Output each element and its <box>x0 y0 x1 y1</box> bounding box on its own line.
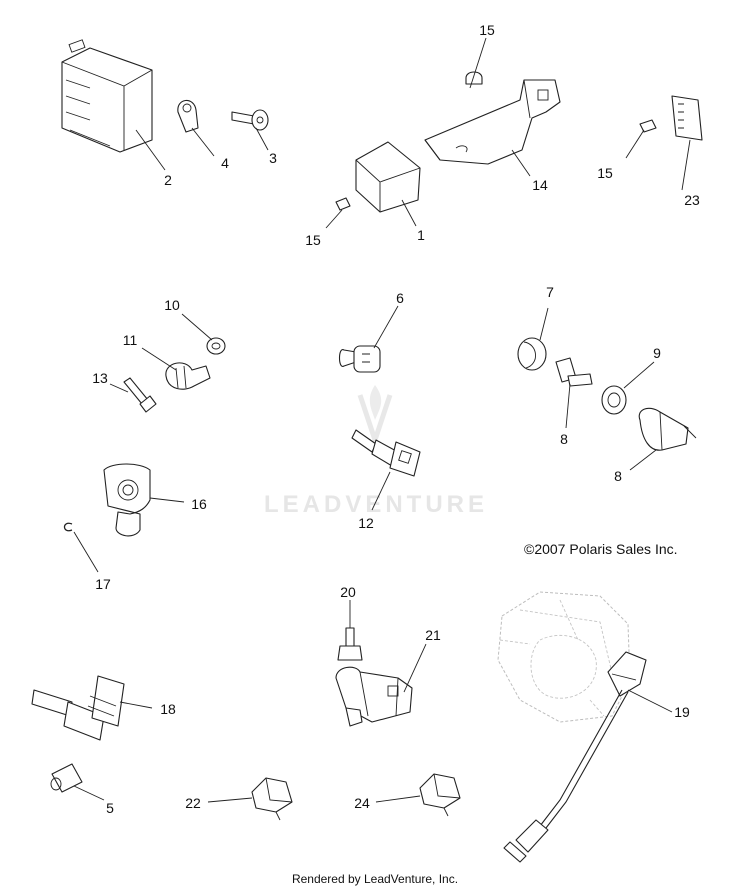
callout-22: 22 <box>185 795 201 811</box>
part-20-bolt[interactable] <box>337 627 363 661</box>
part-15-screw-top[interactable] <box>465 71 483 85</box>
callout-12: 12 <box>358 515 374 531</box>
callout-16: 16 <box>191 496 207 512</box>
part-7-cap[interactable] <box>517 337 547 371</box>
flame-v-logo <box>357 385 393 448</box>
part-14-bracket[interactable] <box>424 79 561 165</box>
callout-18: 18 <box>160 701 176 717</box>
part-15-screw-right[interactable] <box>639 119 657 133</box>
watermark: LEADVENTURE <box>264 385 488 518</box>
part-3-bolt[interactable] <box>231 109 269 131</box>
callout-19: 19 <box>674 704 690 720</box>
part-10-washer[interactable] <box>206 337 226 355</box>
part-19-throttle-position-sensor[interactable] <box>503 651 647 863</box>
callout-8-connector: 8 <box>614 468 622 484</box>
callout-7: 7 <box>546 284 554 300</box>
part-4-clamp[interactable] <box>177 99 199 133</box>
part-12-temp-sensor[interactable] <box>351 429 421 477</box>
callout-11: 11 <box>123 332 138 348</box>
callout-3: 3 <box>269 150 277 166</box>
callout-4: 4 <box>221 155 229 171</box>
part-15-screw-left[interactable] <box>335 197 351 211</box>
watermark-text: LEADVENTURE <box>264 491 488 518</box>
callout-15-top: 15 <box>479 22 495 38</box>
callout-23: 23 <box>684 192 700 208</box>
callout-6: 6 <box>396 290 404 306</box>
part-1-relay[interactable] <box>355 141 421 213</box>
part-9-seal[interactable] <box>601 385 627 415</box>
part-11-sensor[interactable] <box>165 362 211 390</box>
part-2-ecu[interactable] <box>61 39 153 153</box>
part-8-clip[interactable] <box>555 357 593 387</box>
callout-1: 1 <box>417 227 425 243</box>
part-6-grommet[interactable] <box>338 345 381 373</box>
footer-credit: Rendered by LeadVenture, Inc. <box>291 872 459 886</box>
callout-5: 5 <box>106 800 114 816</box>
callout-2: 2 <box>164 172 172 188</box>
callout-14: 14 <box>532 177 548 193</box>
callout-24: 24 <box>354 795 370 811</box>
part-18-injector[interactable] <box>31 675 125 741</box>
part-17-e-clip[interactable] <box>63 522 73 532</box>
callout-20: 20 <box>340 584 356 600</box>
part-8-connector[interactable] <box>638 407 697 451</box>
part-16-knock-sensor[interactable] <box>103 463 151 537</box>
callout-21: 21 <box>425 627 441 643</box>
part-22-switch[interactable] <box>251 777 293 821</box>
part-23-connector[interactable] <box>671 95 703 141</box>
callout-9: 9 <box>653 345 661 361</box>
callout-labels: 2 4 3 15 14 1 15 15 23 10 11 13 6 12 7 8… <box>92 22 700 816</box>
callout-15-right: 15 <box>597 165 613 181</box>
throttle-body-ghost <box>497 591 631 723</box>
callout-8-clip: 8 <box>560 431 568 447</box>
callout-15-left: 15 <box>305 232 321 248</box>
part-5-fitting[interactable] <box>50 763 83 793</box>
part-13-bolt[interactable] <box>123 377 157 413</box>
part-24-switch[interactable] <box>419 773 461 817</box>
callout-13: 13 <box>92 370 108 386</box>
callout-10: 10 <box>164 297 180 313</box>
copyright-notice: ©2007 Polaris Sales Inc. <box>524 541 678 557</box>
callout-17: 17 <box>95 576 111 592</box>
part-21-map-sensor[interactable] <box>335 666 413 727</box>
